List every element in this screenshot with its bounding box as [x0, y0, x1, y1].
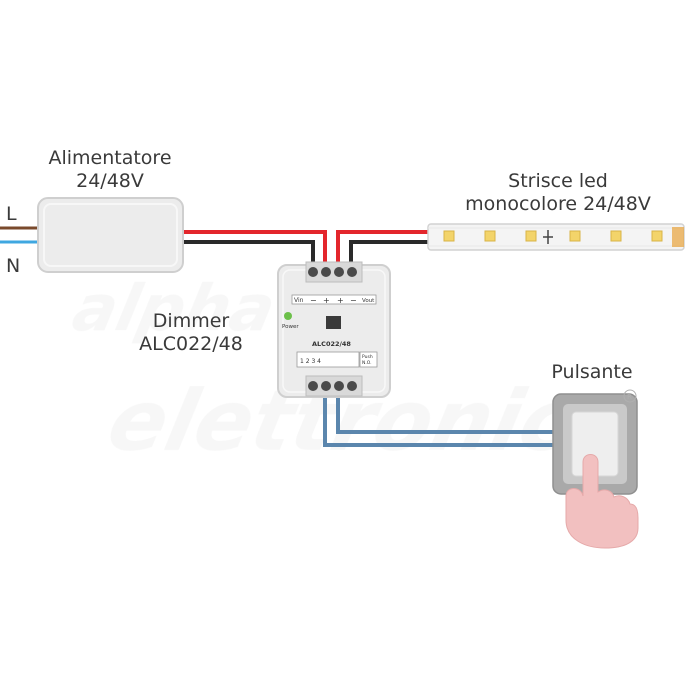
dimmer-to-strip-wires — [336, 230, 430, 268]
led-chip — [525, 230, 537, 242]
svg-text:alpha: alpha — [66, 272, 281, 346]
power-led-label: Power — [282, 324, 299, 330]
line-l-label: L — [6, 203, 17, 225]
dimmer-box: Vin − + + − Vout Power ALC022/48 1 2 3 4… — [277, 261, 391, 398]
vin-label: Vin — [294, 297, 304, 304]
button-label: Pulsante — [551, 361, 633, 383]
terminal-sign-1: − — [310, 296, 317, 305]
led-chip — [651, 230, 663, 242]
terminal-sign-4: − — [350, 296, 357, 305]
dimmer-top-terminals — [305, 261, 363, 283]
led-chip — [610, 230, 622, 242]
led-chip — [443, 230, 455, 242]
led-strip-label-line1: Strisce led — [508, 170, 608, 192]
dimmer-label-line2: ALC022/48 — [139, 332, 243, 355]
pointing-hand-icon — [565, 454, 639, 549]
power-supply-label-line1: Alimentatore — [48, 147, 172, 169]
cut-mark-icon — [543, 230, 553, 244]
power-supply-label-line2: 24/48V — [76, 169, 144, 192]
led-chip — [484, 230, 496, 242]
led-strip-label: Strisce led monocolore 24/48V — [443, 170, 673, 216]
dimmer-label-line1: Dimmer — [152, 310, 230, 332]
led-strip — [427, 223, 685, 251]
push-sub-label: N.O. — [362, 360, 372, 366]
push-label: Push — [362, 354, 373, 360]
mains-wires — [0, 226, 40, 244]
power-supply-label: Alimentatore 24/48V — [35, 147, 185, 193]
brand-logo-icon — [326, 316, 341, 329]
line-n-label: N — [6, 255, 21, 277]
svg-text:R: R — [627, 393, 632, 401]
led-strip-label-line2: monocolore 24/48V — [465, 192, 651, 215]
push-button-device — [552, 393, 638, 495]
dimmer-label: Dimmer ALC022/48 — [128, 310, 254, 356]
vout-label: Vout — [362, 298, 375, 304]
registered-mark-icon: R — [623, 389, 637, 403]
led-chip — [569, 230, 581, 242]
terminal-sign-3: + — [337, 296, 344, 305]
supply-to-dimmer-wires — [182, 230, 327, 268]
dimmer-bottom-terminals — [305, 375, 363, 397]
bottom-terminals-label: 1 2 3 4 — [300, 358, 321, 365]
dimmer-to-button-wires — [323, 390, 560, 447]
terminal-sign-2: + — [323, 296, 330, 305]
power-supply-box — [37, 197, 184, 273]
power-led-icon — [284, 312, 292, 320]
dimmer-model-label: ALC022/48 — [312, 340, 351, 348]
